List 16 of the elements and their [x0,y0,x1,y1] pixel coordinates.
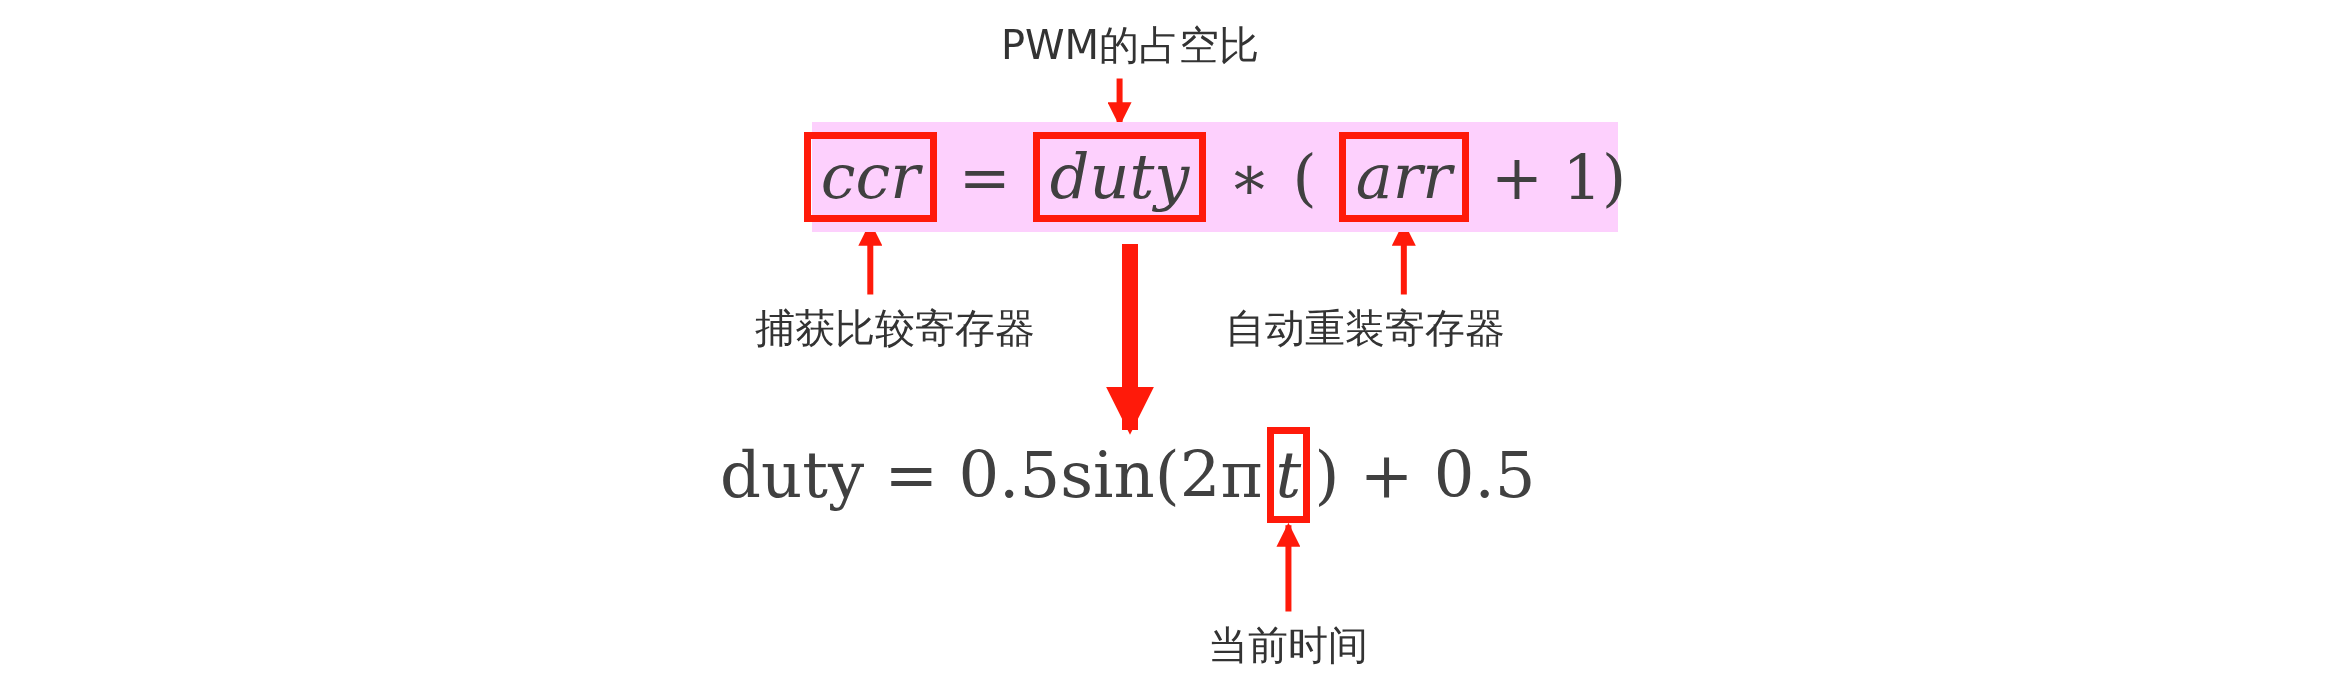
arrow [1106,244,1154,435]
annotation-label: 捕获比较寄存器 [755,300,1035,356]
formula-term: ) + 0.5 [1314,438,1536,512]
annotation-label: 自动重装寄存器 [1225,300,1505,356]
annotation-label: 当前时间 [1208,617,1369,673]
math-symbol: = [958,140,1011,214]
math-symbol: ∗ [1228,140,1271,214]
highlight-box: t [1266,426,1311,524]
math-symbol: ( [1292,140,1317,214]
highlight-box: arr [1338,131,1469,223]
formula-term: duty = 0.5sin(2π [720,438,1263,512]
annotation-label: PWM的占空比 [1000,17,1260,73]
math-symbol: + 1) [1490,140,1627,214]
arrow [1276,522,1301,612]
highlight-box: duty [1032,131,1207,223]
highlight-box: ccr [803,131,937,223]
